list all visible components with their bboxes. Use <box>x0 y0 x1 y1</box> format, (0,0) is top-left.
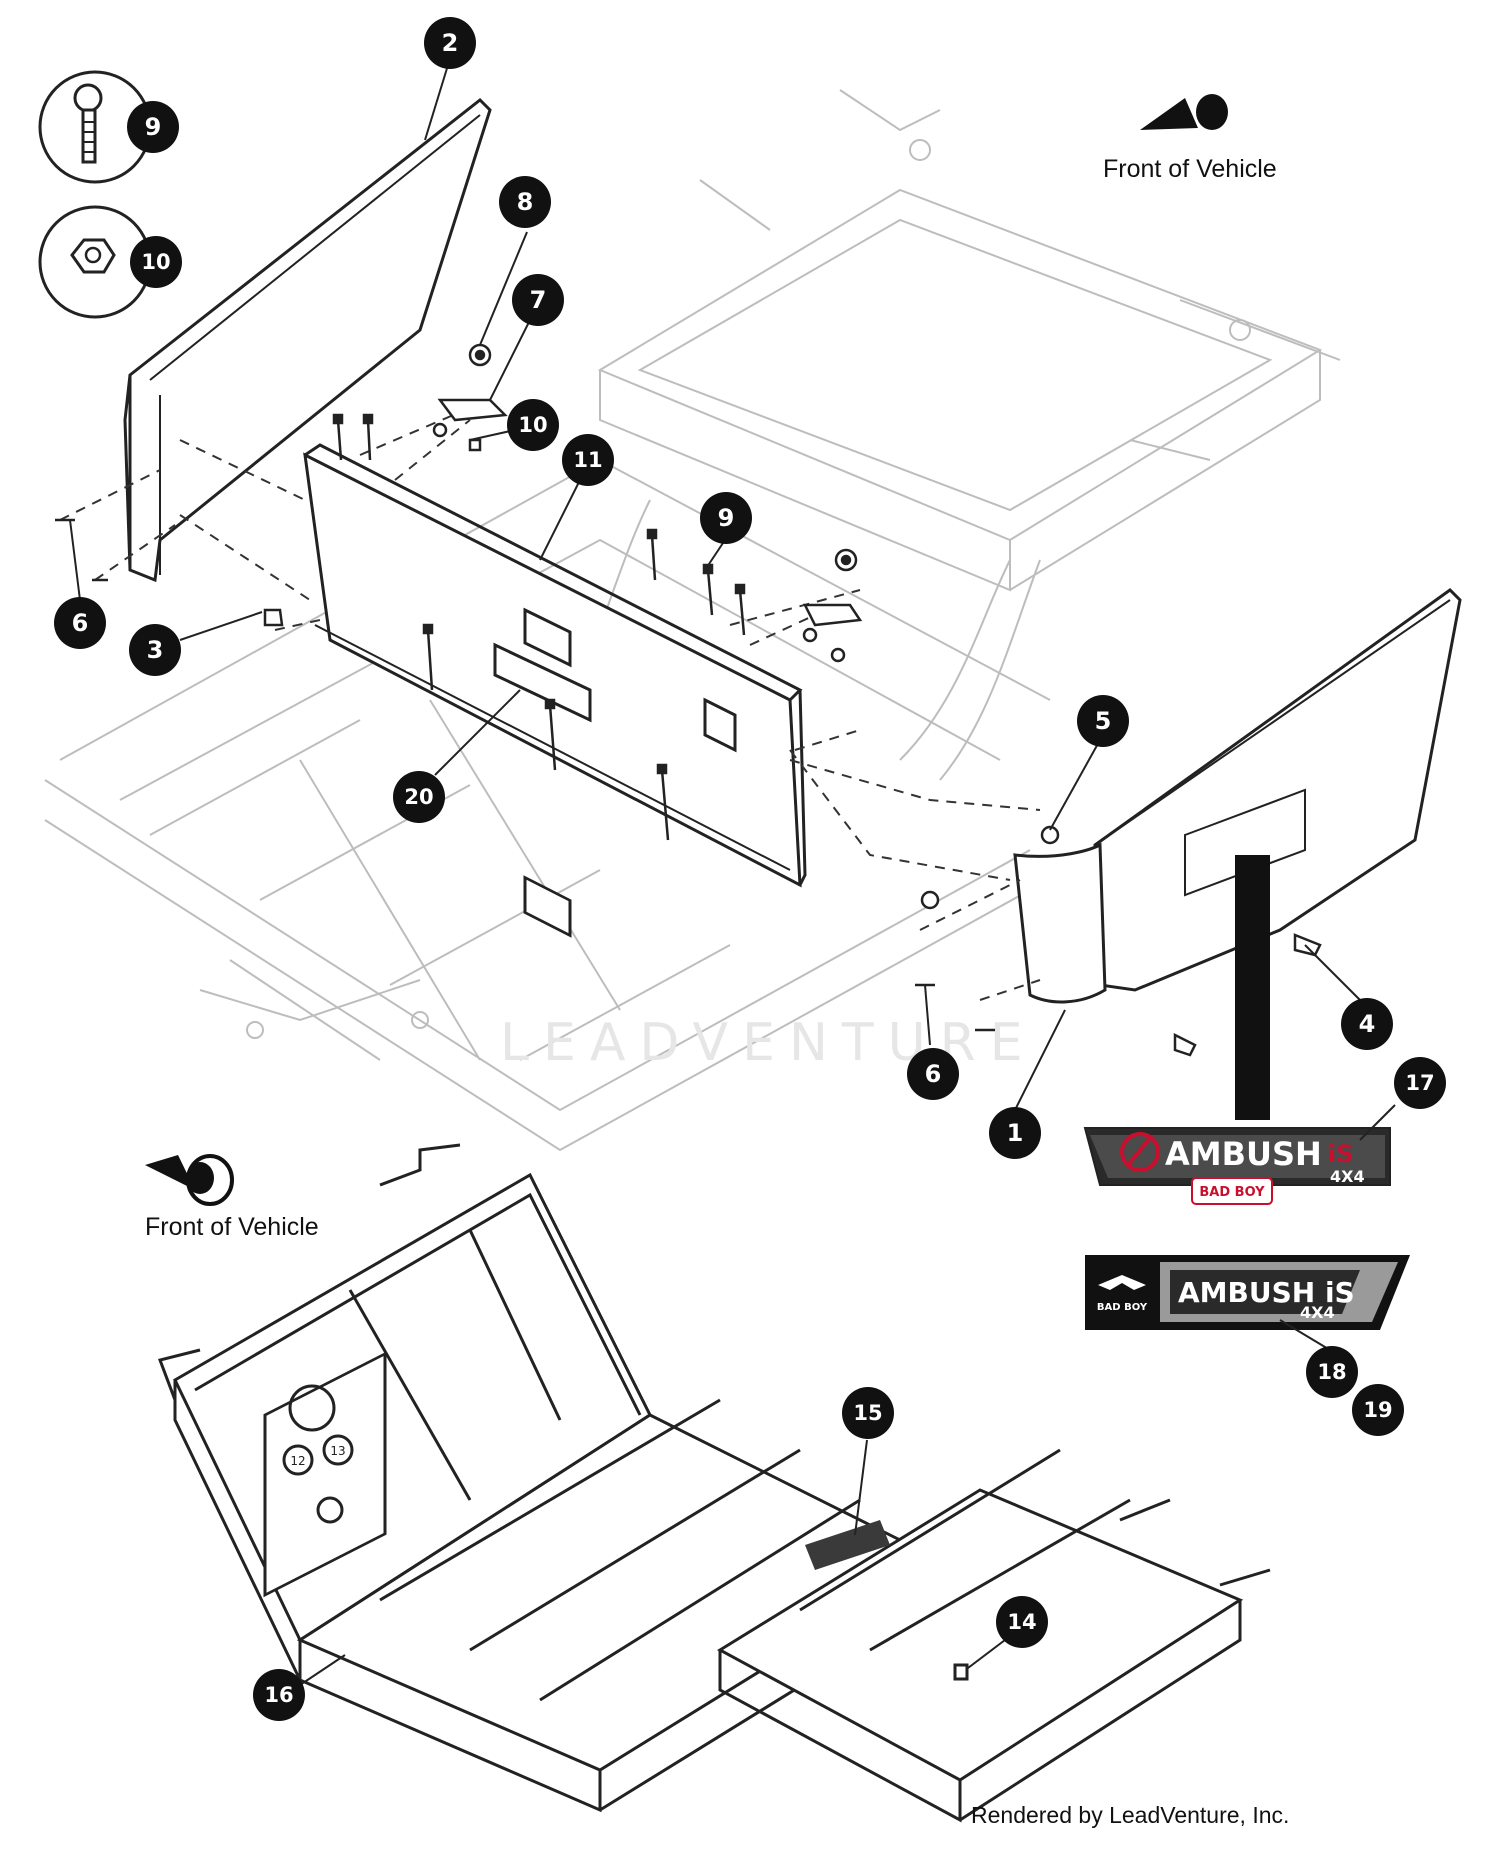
frame-panel-label-13: 13 <box>330 1444 345 1458</box>
callout-bubble <box>424 17 476 69</box>
callout-number: 11 <box>573 448 602 472</box>
callout-bubble <box>700 492 752 544</box>
decal-18-19: BAD BOY AMBUSH iS 4X4 <box>1085 1255 1410 1330</box>
callout-number: 6 <box>72 609 89 637</box>
callout-10: 10 <box>507 399 559 451</box>
callout-number: 9 <box>145 113 162 141</box>
callout-bubble <box>1341 998 1393 1050</box>
side-panel-1 <box>1013 588 1462 1004</box>
frame-panel-label-12: 12 <box>290 1454 305 1468</box>
callout-number: 10 <box>141 250 170 274</box>
callout-bubble <box>989 1107 1041 1159</box>
callout-bubble <box>907 1048 959 1100</box>
callout-bubble <box>127 101 179 153</box>
callout-9: 9 <box>700 492 752 544</box>
callout-6-right: 6 <box>907 1048 959 1100</box>
callout-10-detail: 10 <box>130 236 182 288</box>
callout-bubble <box>129 624 181 676</box>
decal-17-mini-brand: BAD BOY <box>1199 1185 1265 1200</box>
callout-bubble <box>393 771 445 823</box>
decal-18-mini-brand: BAD BOY <box>1097 1302 1148 1313</box>
callout-4: 4 <box>1341 998 1393 1050</box>
callout-number: 15 <box>853 1401 882 1425</box>
callout-number: 1 <box>1007 1119 1024 1147</box>
credit-text: Rendered by LeadVenture, Inc. <box>971 1802 1289 1828</box>
callout-17: 17 <box>1394 1057 1446 1109</box>
callout-number: 19 <box>1363 1398 1392 1422</box>
decal-18-sub: 4X4 <box>1300 1303 1335 1322</box>
callout-bubble <box>562 434 614 486</box>
decal-18-brand: AMBUSH iS <box>1178 1276 1355 1309</box>
callout-bubble <box>1352 1384 1404 1436</box>
callout-15: 15 <box>842 1387 894 1439</box>
callout-18: 18 <box>1306 1346 1358 1398</box>
decal-17: AMBUSH iS 4X4 BAD BOY <box>1083 855 1391 1205</box>
callout-bubble <box>512 274 564 326</box>
center-panel-11 <box>303 443 807 938</box>
callout-number: 5 <box>1095 707 1112 735</box>
callout-number: 2 <box>442 29 459 57</box>
front-of-vehicle-label-top: Front of Vehicle <box>1103 155 1277 183</box>
callout-number: 20 <box>404 785 433 809</box>
callout-number: 17 <box>1405 1071 1434 1095</box>
callouts: 1 2 3 4 5 6 6 7 8 9 9 10 10 11 14 15 16 … <box>54 17 1446 1721</box>
callout-number: 18 <box>1317 1360 1346 1384</box>
callout-bubble <box>507 399 559 451</box>
callout-6-left: 6 <box>54 597 106 649</box>
callout-3: 3 <box>129 624 181 676</box>
callout-number: 3 <box>147 636 164 664</box>
callout-number: 10 <box>518 413 547 437</box>
callout-bubble <box>130 236 182 288</box>
callout-leaders <box>69 64 1396 1686</box>
callout-bubble <box>996 1596 1048 1648</box>
callout-bubble <box>253 1669 305 1721</box>
callout-8: 8 <box>499 176 551 228</box>
dashed-leaders <box>59 409 1041 1001</box>
decal-17-sub: 4X4 <box>1330 1167 1365 1186</box>
callout-1: 1 <box>989 1107 1041 1159</box>
callout-bubble <box>1077 695 1129 747</box>
callout-number: 8 <box>517 188 534 216</box>
decal-17-suffix: iS <box>1328 1140 1354 1168</box>
callout-14: 14 <box>996 1596 1048 1648</box>
callout-number: 6 <box>925 1060 942 1088</box>
decal-17-brand: AMBUSH <box>1165 1135 1322 1173</box>
front-arrow-bottom <box>145 1154 234 1206</box>
callout-9-detail: 9 <box>127 101 179 153</box>
callout-bubble <box>842 1387 894 1439</box>
detail-circle-nut <box>38 205 152 319</box>
front-of-vehicle-label-bottom: Front of Vehicle <box>145 1213 319 1241</box>
callout-7: 7 <box>512 274 564 326</box>
callout-number: 4 <box>1359 1010 1376 1038</box>
callout-number: 16 <box>264 1683 293 1707</box>
callout-number: 7 <box>530 286 547 314</box>
callout-bubble <box>54 597 106 649</box>
callout-bubble <box>499 176 551 228</box>
callout-bubble <box>1306 1346 1358 1398</box>
upper-frame-background <box>44 89 1341 1152</box>
front-arrow-top <box>1140 94 1228 130</box>
callout-bubble <box>1394 1057 1446 1109</box>
lower-frame-16 <box>158 1143 1271 1823</box>
callout-19: 19 <box>1352 1384 1404 1436</box>
callout-number: 9 <box>718 504 735 532</box>
callout-number: 14 <box>1007 1610 1036 1634</box>
side-panel-2 <box>123 97 492 583</box>
callout-20: 20 <box>393 771 445 823</box>
callout-2: 2 <box>424 17 476 69</box>
callout-5: 5 <box>1077 695 1129 747</box>
callout-16: 16 <box>253 1669 305 1721</box>
callout-11: 11 <box>562 434 614 486</box>
